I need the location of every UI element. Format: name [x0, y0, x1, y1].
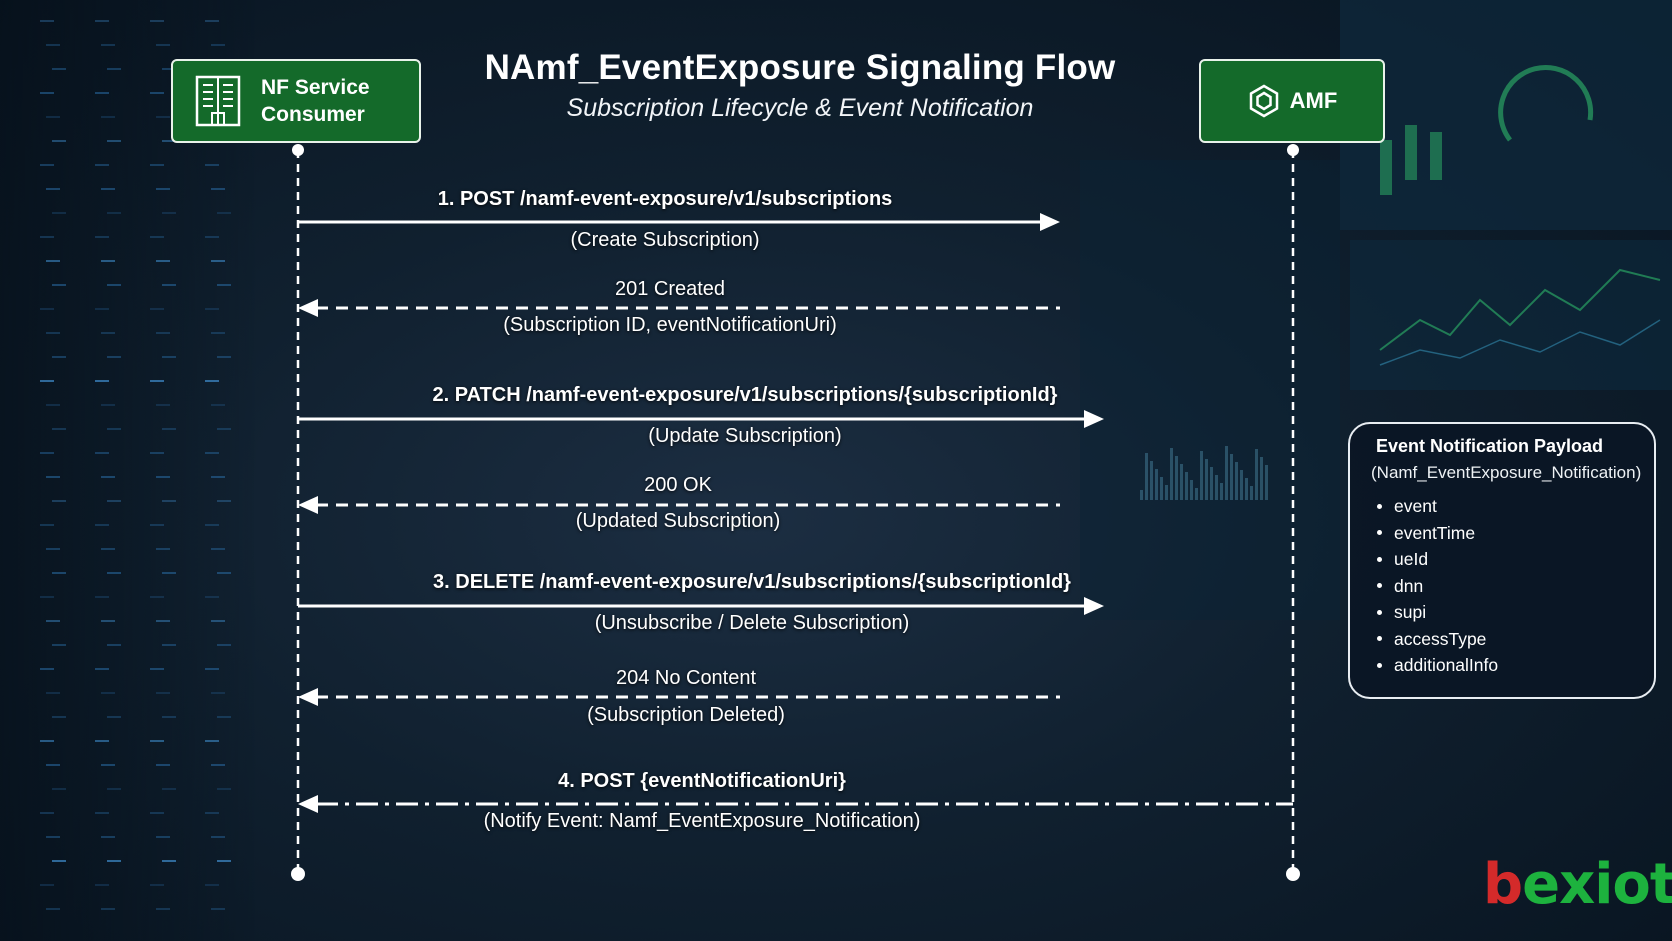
payload-field-item: eventTime: [1376, 520, 1654, 547]
message-label-4: 200 OK: [644, 474, 712, 496]
message-note-4: (Updated Subscription): [575, 510, 781, 532]
message-label-6: 204 No Content: [615, 667, 757, 689]
payload-field-item: additionalInfo: [1376, 652, 1654, 679]
message-note-5: (Unsubscribe / Delete Subscription): [594, 612, 910, 634]
event-notification-payload-box: Event Notification Payload (Namf_EventEx…: [1348, 422, 1656, 699]
actor-amf-label: AMF: [1289, 88, 1338, 113]
message-arrow-6: [298, 688, 1060, 706]
document-icon: [195, 75, 241, 127]
message-label-5: 3. DELETE /namf-event-exposure/v1/subscr…: [433, 571, 1071, 593]
actor-nf-service-consumer: NF Service Consumer: [171, 59, 421, 143]
message-arrow-3: [298, 410, 1104, 428]
bullet-icon: [1377, 503, 1382, 509]
message-label-1: 1. POST /namf-event-exposure/v1/subscrip…: [437, 188, 893, 210]
payload-subtitle: (Namf_EventExposure_Notification): [1371, 463, 1642, 482]
bullet-icon: [1377, 556, 1382, 562]
message-arrow-7: [298, 795, 1293, 813]
message-arrow-4: [298, 496, 1060, 514]
message-note-3: (Update Subscription): [648, 425, 842, 447]
bullet-icon: [1377, 662, 1382, 668]
message-label-7: 4. POST {eventNotificationUri}: [558, 770, 846, 792]
title-block: NAmf_EventExposure Signaling Flow Subscr…: [470, 48, 1130, 123]
lifeline-amf-start: [1287, 144, 1299, 156]
bullet-icon: [1377, 609, 1382, 615]
message-note-1: (Create Subscription): [570, 229, 760, 251]
payload-field-item: ueId: [1376, 546, 1654, 573]
payload-field-item: accessType: [1376, 626, 1654, 653]
bullet-icon: [1377, 583, 1382, 589]
background-server-racks: [0, 0, 260, 941]
lifeline-consumer-start: [292, 144, 304, 156]
page-title: NAmf_EventExposure Signaling Flow: [484, 48, 1116, 87]
bexiot-logo: bexiot: [1483, 852, 1672, 917]
message-arrow-1: [298, 213, 1060, 231]
message-label-3: 2. PATCH /namf-event-exposure/v1/subscri…: [432, 384, 1058, 406]
payload-field-item: dnn: [1376, 573, 1654, 600]
payload-field-item: supi: [1376, 599, 1654, 626]
payload-title: Event Notification Payload: [1376, 436, 1604, 456]
actor-amf: AMF: [1199, 59, 1385, 143]
message-label-2: 201 Created: [614, 278, 726, 300]
message-note-2: (Subscription ID, eventNotificationUri): [503, 314, 837, 336]
bullet-icon: [1377, 636, 1382, 642]
page-subtitle: Subscription Lifecycle & Event Notificat…: [566, 94, 1034, 122]
background-monitor-wall: [1080, 0, 1672, 620]
message-arrow-5: [298, 597, 1104, 615]
lifeline-consumer-end: [291, 867, 305, 881]
bullet-icon: [1377, 530, 1382, 536]
message-arrow-2: [298, 299, 1060, 317]
message-note-7: (Notify Event: Namf_EventExposure_Notifi…: [483, 810, 921, 832]
actor-consumer-label: NF Service Consumer: [261, 76, 370, 126]
lifeline-amf-end: [1286, 867, 1300, 881]
payload-field-item: event: [1376, 493, 1654, 520]
hexagon-icon: [1249, 84, 1278, 118]
message-note-6: (Subscription Deleted): [587, 704, 785, 726]
